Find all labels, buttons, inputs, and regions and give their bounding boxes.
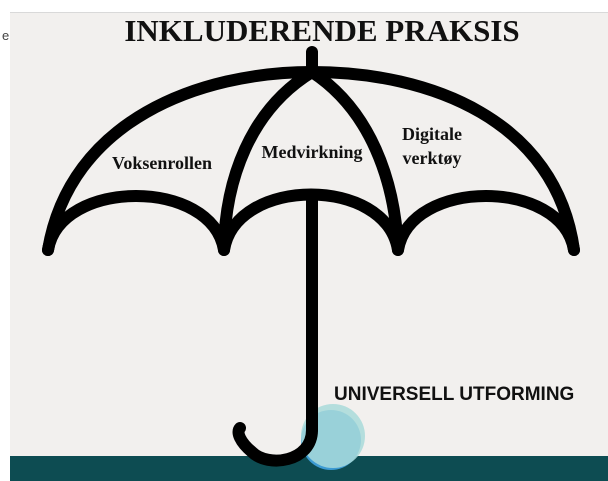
label-verktoy: verktøy <box>403 148 462 168</box>
label-medvirkning: Medvirkning <box>261 142 362 162</box>
canopy-rib-left <box>218 66 318 256</box>
canopy-rib-right <box>306 66 404 256</box>
label-voksenrollen: Voksenrollen <box>112 153 212 173</box>
top-divider <box>10 12 608 13</box>
label-digitale: Digitale <box>402 124 462 144</box>
umbrella-icon <box>42 46 580 467</box>
edge-letter: e <box>2 28 10 43</box>
diagram-title: INKLUDERENDE PRAKSIS <box>124 13 519 48</box>
umbrella-handle <box>232 422 318 467</box>
label-universell-utforming: UNIVERSELL UTFORMING <box>334 384 574 405</box>
